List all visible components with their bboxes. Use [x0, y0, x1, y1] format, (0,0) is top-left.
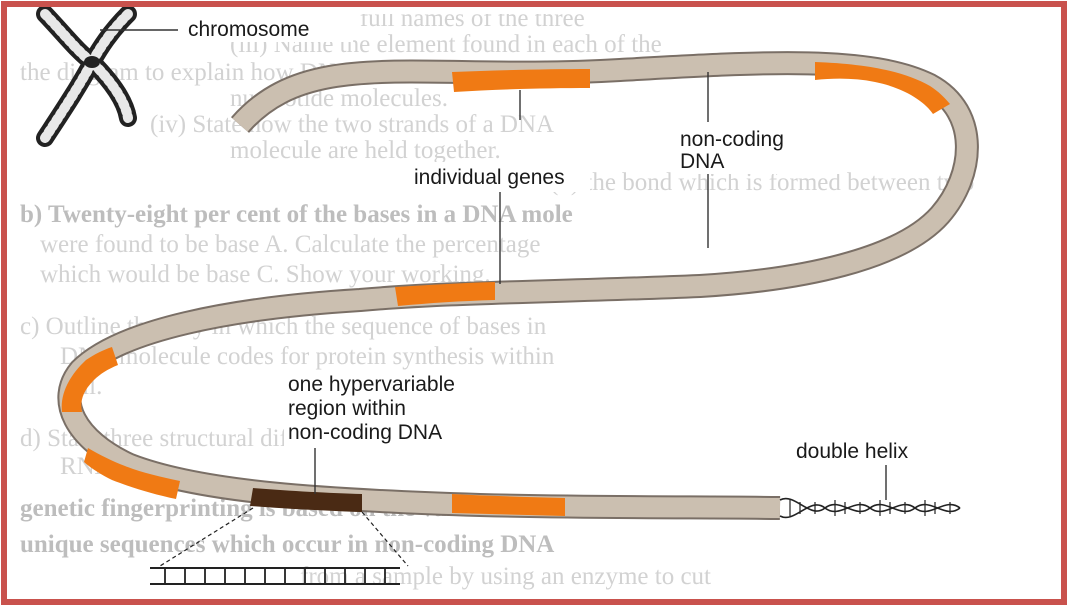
label-chromosome: chromosome	[188, 18, 309, 41]
label-hypervariable-line2: region within	[288, 397, 406, 420]
label-hypervariable-line1: one hypervariable	[288, 373, 455, 396]
label-non-coding-line2: DNA	[680, 150, 724, 173]
svg-text:(iv) State how the two strands: (iv) State how the two strands of a DNA	[150, 111, 554, 138]
label-individual-genes: individual genes	[414, 166, 565, 189]
label-non-coding-line1: non-coding	[680, 128, 784, 151]
double-helix-graphic	[780, 499, 960, 518]
svg-text:were found to be base A. Calcu: were found to be base A. Calculate the p…	[40, 231, 540, 258]
gene-band	[815, 62, 950, 114]
svg-text:b) Twenty-eight per cent of th: b) Twenty-eight per cent of the bases in…	[20, 201, 573, 228]
svg-text:unique sequences which occur i: unique sequences which occur in non-codi…	[20, 531, 554, 558]
label-double-helix: double helix	[796, 440, 909, 463]
label-hypervariable-line3: non-coding DNA	[288, 421, 442, 444]
gene-band	[452, 69, 590, 92]
svg-text:molecule are held together.: molecule are held together.	[230, 137, 501, 164]
